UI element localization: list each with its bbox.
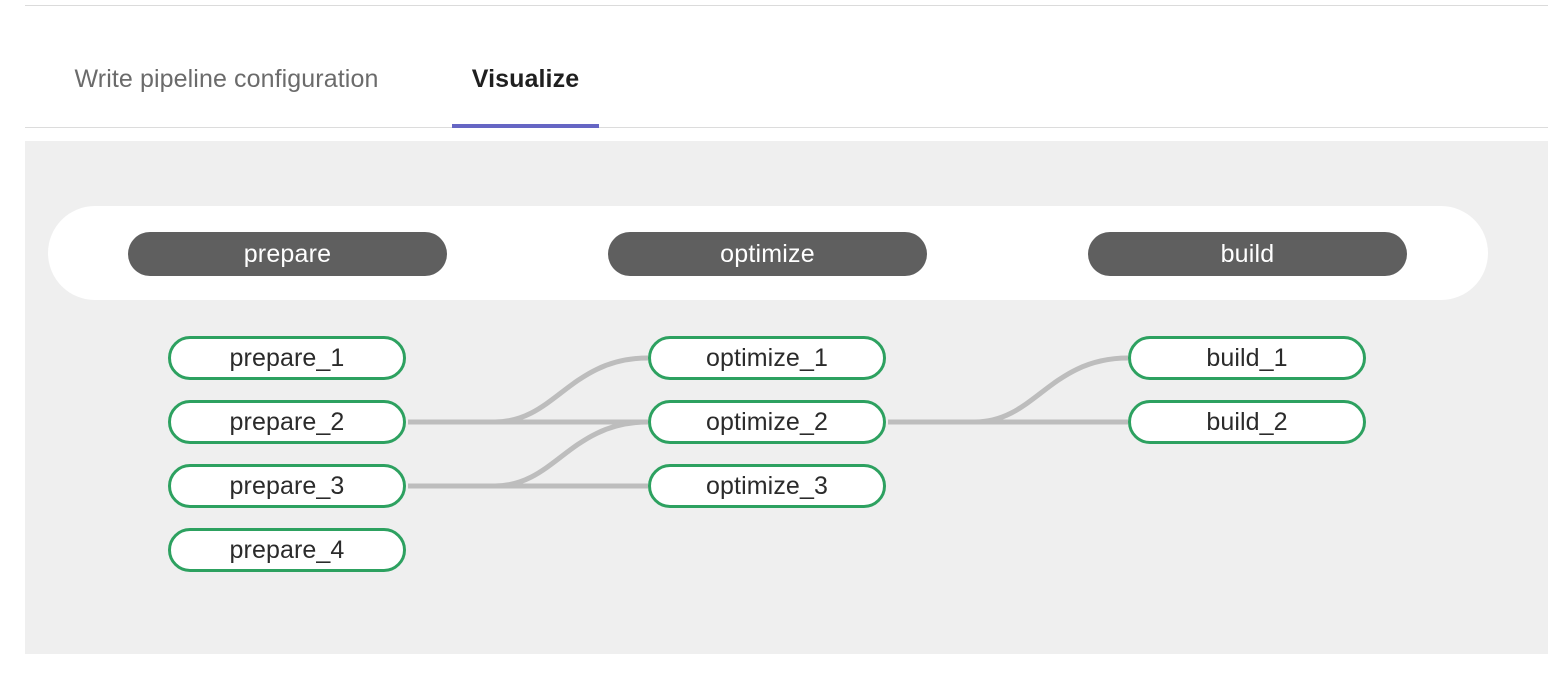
stage-pill-prepare[interactable]: prepare <box>128 232 447 276</box>
job-node-optimize_2[interactable]: optimize_2 <box>648 400 886 444</box>
job-node-prepare_2[interactable]: prepare_2 <box>168 400 406 444</box>
job-node-prepare_1-label: prepare_1 <box>229 343 345 372</box>
tab-visualize-label: Visualize <box>471 65 580 93</box>
job-node-optimize_2-label: optimize_2 <box>706 407 828 436</box>
pipeline-graph-canvas[interactable]: prepare optimize build prepare_1 prepare… <box>25 141 1548 654</box>
stage-pill-build[interactable]: build <box>1088 232 1407 276</box>
job-node-optimize_1[interactable]: optimize_1 <box>648 336 886 380</box>
job-node-prepare_4-label: prepare_4 <box>229 535 345 564</box>
tab-write-pipeline-configuration[interactable]: Write pipeline configuration <box>25 31 428 128</box>
job-node-build_1-label: build_1 <box>1206 343 1288 372</box>
stage-pill-optimize-label: optimize <box>720 239 815 268</box>
tab-write-pipeline-configuration-label: Write pipeline configuration <box>74 65 379 93</box>
job-node-optimize_3[interactable]: optimize_3 <box>648 464 886 508</box>
stage-pill-prepare-label: prepare <box>243 239 332 268</box>
job-node-build_1[interactable]: build_1 <box>1128 336 1366 380</box>
job-node-optimize_3-label: optimize_3 <box>706 471 828 500</box>
edge-prepare_3-optimize_2 <box>408 419 649 489</box>
edge-prepare_2-optimize_1 <box>408 355 649 425</box>
tab-bar: Write pipeline configuration Visualize <box>25 30 1548 128</box>
edge-optimize_2-build_1 <box>888 355 1129 425</box>
job-node-build_2-label: build_2 <box>1206 407 1288 436</box>
job-node-prepare_2-label: prepare_2 <box>229 407 345 436</box>
stage-pill-build-label: build <box>1220 239 1275 268</box>
job-node-prepare_4[interactable]: prepare_4 <box>168 528 406 572</box>
tab-visualize[interactable]: Visualize <box>428 31 623 128</box>
job-node-prepare_1[interactable]: prepare_1 <box>168 336 406 380</box>
top-divider <box>25 5 1548 6</box>
job-node-prepare_3-label: prepare_3 <box>229 471 345 500</box>
job-node-build_2[interactable]: build_2 <box>1128 400 1366 444</box>
job-node-prepare_3[interactable]: prepare_3 <box>168 464 406 508</box>
job-node-optimize_1-label: optimize_1 <box>706 343 828 372</box>
tab-bar-underline <box>25 127 1548 128</box>
stage-pill-optimize[interactable]: optimize <box>608 232 927 276</box>
tab-active-indicator <box>452 124 599 128</box>
